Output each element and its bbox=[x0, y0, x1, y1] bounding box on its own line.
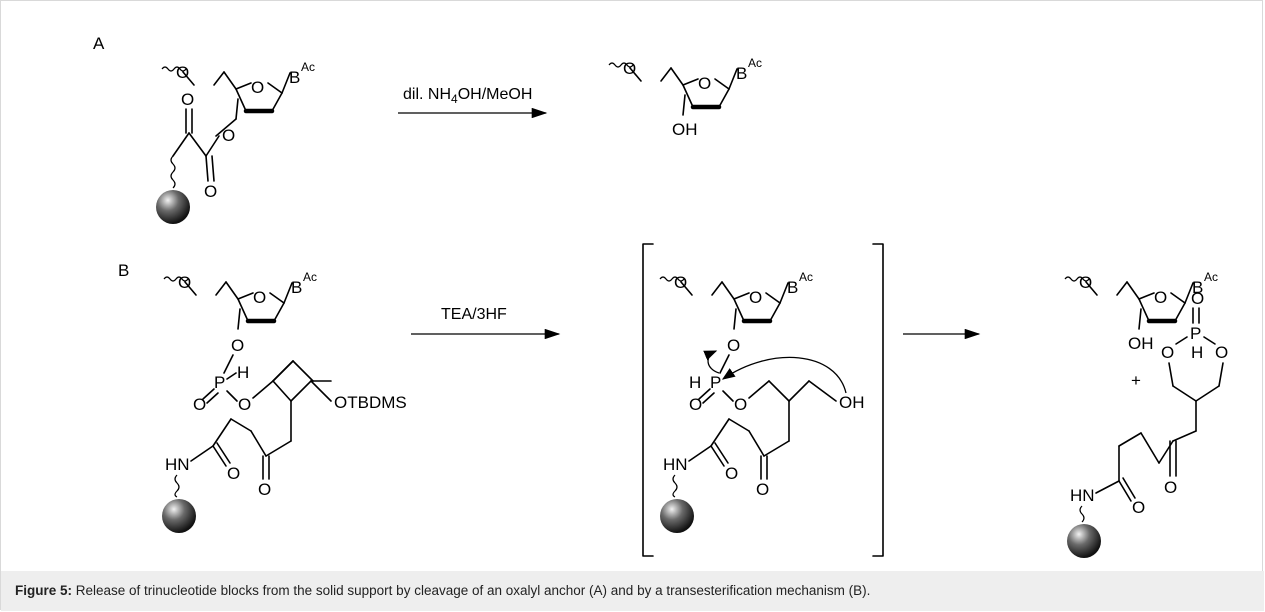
atom-hn: HN bbox=[165, 455, 190, 474]
atom-o: O bbox=[1191, 289, 1204, 308]
caption-text: Release of trinucleotide blocks from the… bbox=[72, 583, 871, 598]
atom-o: O bbox=[178, 273, 191, 292]
atom-o: O bbox=[725, 464, 738, 483]
atom-o: O bbox=[258, 480, 271, 499]
atom-oh: OH bbox=[839, 393, 865, 412]
atom-b: B bbox=[1192, 278, 1203, 297]
atom-o: O bbox=[1079, 273, 1092, 292]
atom-o: O bbox=[222, 126, 235, 145]
atom-o: O bbox=[253, 288, 266, 307]
atom-o: O bbox=[181, 90, 194, 109]
atom-ac: Ac bbox=[303, 270, 317, 284]
solid-support-bead bbox=[660, 499, 694, 533]
atom-hn: HN bbox=[663, 455, 688, 474]
atom-o: O bbox=[698, 74, 711, 93]
atom-o: O bbox=[238, 395, 251, 414]
atom-o: O bbox=[204, 182, 217, 201]
molecule-b-product-nucleoside: O O B Ac OH bbox=[1065, 270, 1218, 353]
atom-h: H bbox=[1191, 343, 1203, 362]
atom-h: H bbox=[689, 373, 701, 392]
panel-label-b: B bbox=[118, 261, 129, 280]
atom-oh: OH bbox=[672, 120, 698, 139]
atom-o: O bbox=[1161, 343, 1174, 362]
figure-caption: Figure 5: Release of trinucleotide block… bbox=[1, 571, 1264, 611]
plus-sign: + bbox=[1131, 371, 1141, 390]
atom-b: B bbox=[736, 64, 747, 83]
atom-o: O bbox=[231, 336, 244, 355]
atom-h: H bbox=[237, 363, 249, 382]
reaction-scheme: A B O O B Ac O O O dil. NH4OH/MeOH O O B… bbox=[93, 34, 1228, 558]
atom-o: O bbox=[1154, 288, 1167, 307]
atom-o: O bbox=[756, 480, 769, 499]
atom-o: O bbox=[1132, 498, 1145, 517]
atom-oh: OH bbox=[1128, 334, 1154, 353]
atom-o: O bbox=[749, 288, 762, 307]
molecule-b-intermediate: O O B Ac O P H O O OH O O HN bbox=[642, 243, 884, 557]
curved-arrow-attack bbox=[721, 356, 847, 394]
atom-otbdms: OTBDMS bbox=[334, 393, 407, 412]
atom-o: O bbox=[674, 273, 687, 292]
atom-p: P bbox=[710, 373, 721, 392]
atom-ac: Ac bbox=[799, 270, 813, 284]
atom-o: O bbox=[176, 63, 189, 82]
molecule-a-reactant: O O B Ac O O O bbox=[156, 60, 315, 224]
atom-p: P bbox=[214, 373, 225, 392]
atom-o: O bbox=[227, 464, 240, 483]
bracket-right bbox=[872, 243, 884, 557]
atom-o: O bbox=[727, 336, 740, 355]
atom-o: O bbox=[1215, 343, 1228, 362]
atom-o: O bbox=[623, 59, 636, 78]
atom-ac: Ac bbox=[1204, 270, 1218, 284]
reagent-a: dil. NH4OH/MeOH bbox=[403, 86, 532, 106]
atom-o: O bbox=[251, 78, 264, 97]
atom-o: O bbox=[1164, 478, 1177, 497]
molecule-b-product-cyclic-phosphite: O P H O O O O HN bbox=[1067, 289, 1228, 558]
molecule-a-product: O O B Ac OH bbox=[609, 56, 762, 139]
atom-ac: Ac bbox=[301, 60, 315, 74]
atom-o: O bbox=[193, 395, 206, 414]
atom-hn: HN bbox=[1070, 486, 1095, 505]
atom-b: B bbox=[787, 278, 798, 297]
atom-b: B bbox=[289, 68, 300, 87]
atom-o: O bbox=[689, 395, 702, 414]
atom-p: P bbox=[1190, 324, 1201, 343]
bracket-left bbox=[642, 243, 654, 557]
atom-b: B bbox=[291, 278, 302, 297]
solid-support-bead bbox=[1067, 524, 1101, 558]
atom-o: O bbox=[734, 395, 747, 414]
molecule-b-reactant: O O B Ac O P H O O OTBDMS O O HN bbox=[162, 270, 407, 533]
panel-label-a: A bbox=[93, 34, 105, 53]
reagent-b: TEA/3HF bbox=[441, 306, 507, 323]
caption-label: Figure 5: bbox=[15, 583, 73, 598]
atom-ac: Ac bbox=[748, 56, 762, 70]
solid-support-bead bbox=[156, 190, 190, 224]
curved-arrow-leaving bbox=[703, 350, 720, 374]
solid-support-bead bbox=[162, 499, 196, 533]
